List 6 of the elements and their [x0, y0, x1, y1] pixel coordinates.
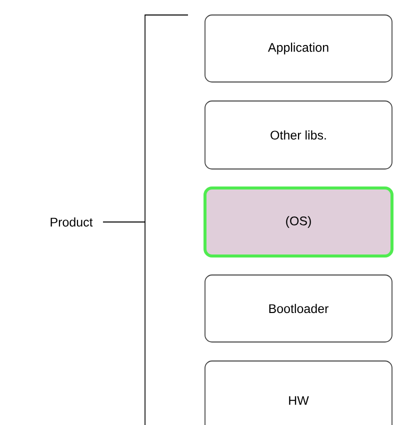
- group-label: Product: [50, 217, 93, 227]
- layer-box: Bootloader: [204, 274, 392, 342]
- layer-box: Other libs.: [204, 100, 392, 170]
- layer-box: Application: [204, 14, 392, 82]
- layer-box: (OS): [204, 186, 394, 258]
- layer-box: HW: [204, 360, 392, 425]
